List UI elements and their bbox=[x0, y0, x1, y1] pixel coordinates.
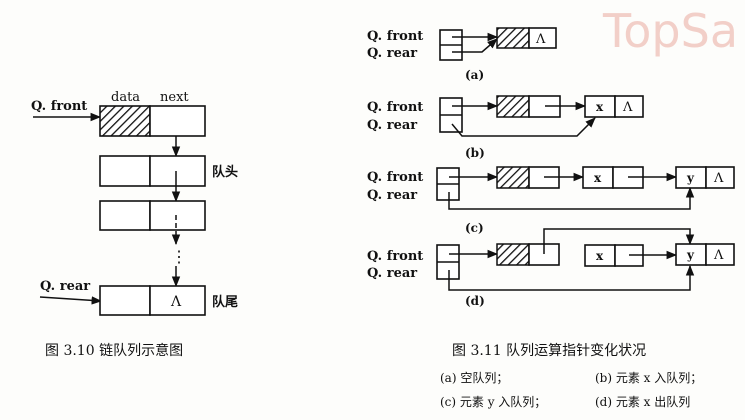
node-x-next bbox=[614, 95, 644, 118]
head-node-next bbox=[149, 105, 206, 137]
caption-item-c: (c) 元素 y 入队列； bbox=[440, 394, 546, 409]
node-x-value: x bbox=[594, 171, 602, 185]
caption-item-b: (b) 元素 x 入队列； bbox=[595, 370, 702, 385]
head-node-data bbox=[99, 105, 151, 137]
caption-item-a: (a) 空队列； bbox=[440, 370, 508, 385]
col-label-data: data bbox=[111, 90, 140, 105]
link-arrow-head-to-y bbox=[543, 228, 695, 254]
sub-label-c: (c) bbox=[465, 221, 484, 235]
head-node-data bbox=[496, 166, 530, 189]
state-d-dequeue-x: Q. front Q. rear x y Λ (d) bbox=[367, 228, 735, 308]
label-queue-head: 队头 bbox=[212, 164, 238, 180]
node-x-value: x bbox=[596, 100, 604, 114]
fig-3-10: data next Q. front 队头 ⋮ Q. rear Λ 队尾 图 3… bbox=[31, 90, 238, 359]
head-node-next bbox=[528, 27, 557, 49]
node-y-null-symbol: Λ bbox=[713, 248, 724, 263]
state-a-empty-queue: Q. front Q. rear Λ (a) bbox=[367, 27, 557, 82]
fig-3-11-caption: 图 3.11 队列运算指针变化状况 bbox=[452, 343, 646, 359]
head-null-symbol: Λ bbox=[535, 32, 546, 47]
rear-pointer-arrow bbox=[452, 38, 498, 53]
sub-label-a: (a) bbox=[465, 68, 484, 82]
node-3-data bbox=[99, 200, 151, 231]
rear-pointer-arrow bbox=[39, 296, 103, 305]
sub-label-d: (d) bbox=[465, 294, 485, 308]
fig-3-11: Q. front Q. rear Λ (a) Q. front Q. rear … bbox=[367, 27, 735, 409]
node-y-null-symbol: Λ bbox=[713, 171, 724, 186]
sub-label-b: (b) bbox=[465, 146, 485, 160]
state-c-enqueue-y: Q. front Q. rear x y Λ (c) bbox=[367, 166, 735, 235]
tail-node-data bbox=[99, 285, 151, 316]
node-y-next bbox=[705, 243, 735, 266]
node-x-value: x bbox=[596, 249, 604, 263]
label-q-front: Q. front bbox=[31, 99, 87, 114]
label-q-front: Q. front bbox=[367, 170, 423, 185]
rear-pointer-arrow bbox=[451, 117, 596, 137]
label-q-rear: Q. rear bbox=[367, 46, 417, 61]
head-node-data bbox=[496, 27, 530, 49]
watermark: TopSa bbox=[602, 4, 738, 58]
head-node-data bbox=[496, 243, 530, 266]
label-q-front: Q. front bbox=[367, 100, 423, 115]
tail-node-next bbox=[149, 285, 206, 316]
state-b-enqueue-x: Q. front Q. rear x Λ (b) bbox=[367, 95, 644, 160]
ellipsis-mark: ⋮ bbox=[171, 247, 187, 266]
col-label-next: next bbox=[160, 90, 189, 105]
node-x-null-symbol: Λ bbox=[622, 100, 633, 115]
label-q-rear: Q. rear bbox=[367, 188, 417, 203]
label-q-rear: Q. rear bbox=[367, 118, 417, 133]
node-2-next bbox=[149, 155, 206, 187]
fig-3-10-caption: 图 3.10 链队列示意图 bbox=[45, 342, 183, 359]
node-y-value: y bbox=[686, 248, 695, 262]
label-q-front: Q. front bbox=[367, 29, 423, 44]
node-y-value: y bbox=[686, 171, 695, 185]
label-q-front: Q. front bbox=[367, 249, 423, 264]
caption-item-d: (d) 元素 x 出队列 bbox=[595, 394, 690, 409]
tail-null-symbol: Λ bbox=[170, 294, 182, 310]
label-q-rear: Q. rear bbox=[367, 266, 417, 281]
node-3-next bbox=[149, 200, 206, 231]
node-y-next bbox=[705, 166, 735, 189]
label-q-rear: Q. rear bbox=[40, 279, 90, 294]
label-queue-tail: 队尾 bbox=[212, 295, 238, 310]
rear-pointer-arrow bbox=[448, 264, 695, 291]
node-2-data bbox=[99, 155, 151, 187]
head-node-data bbox=[496, 95, 530, 118]
rear-pointer-arrow bbox=[448, 186, 695, 210]
